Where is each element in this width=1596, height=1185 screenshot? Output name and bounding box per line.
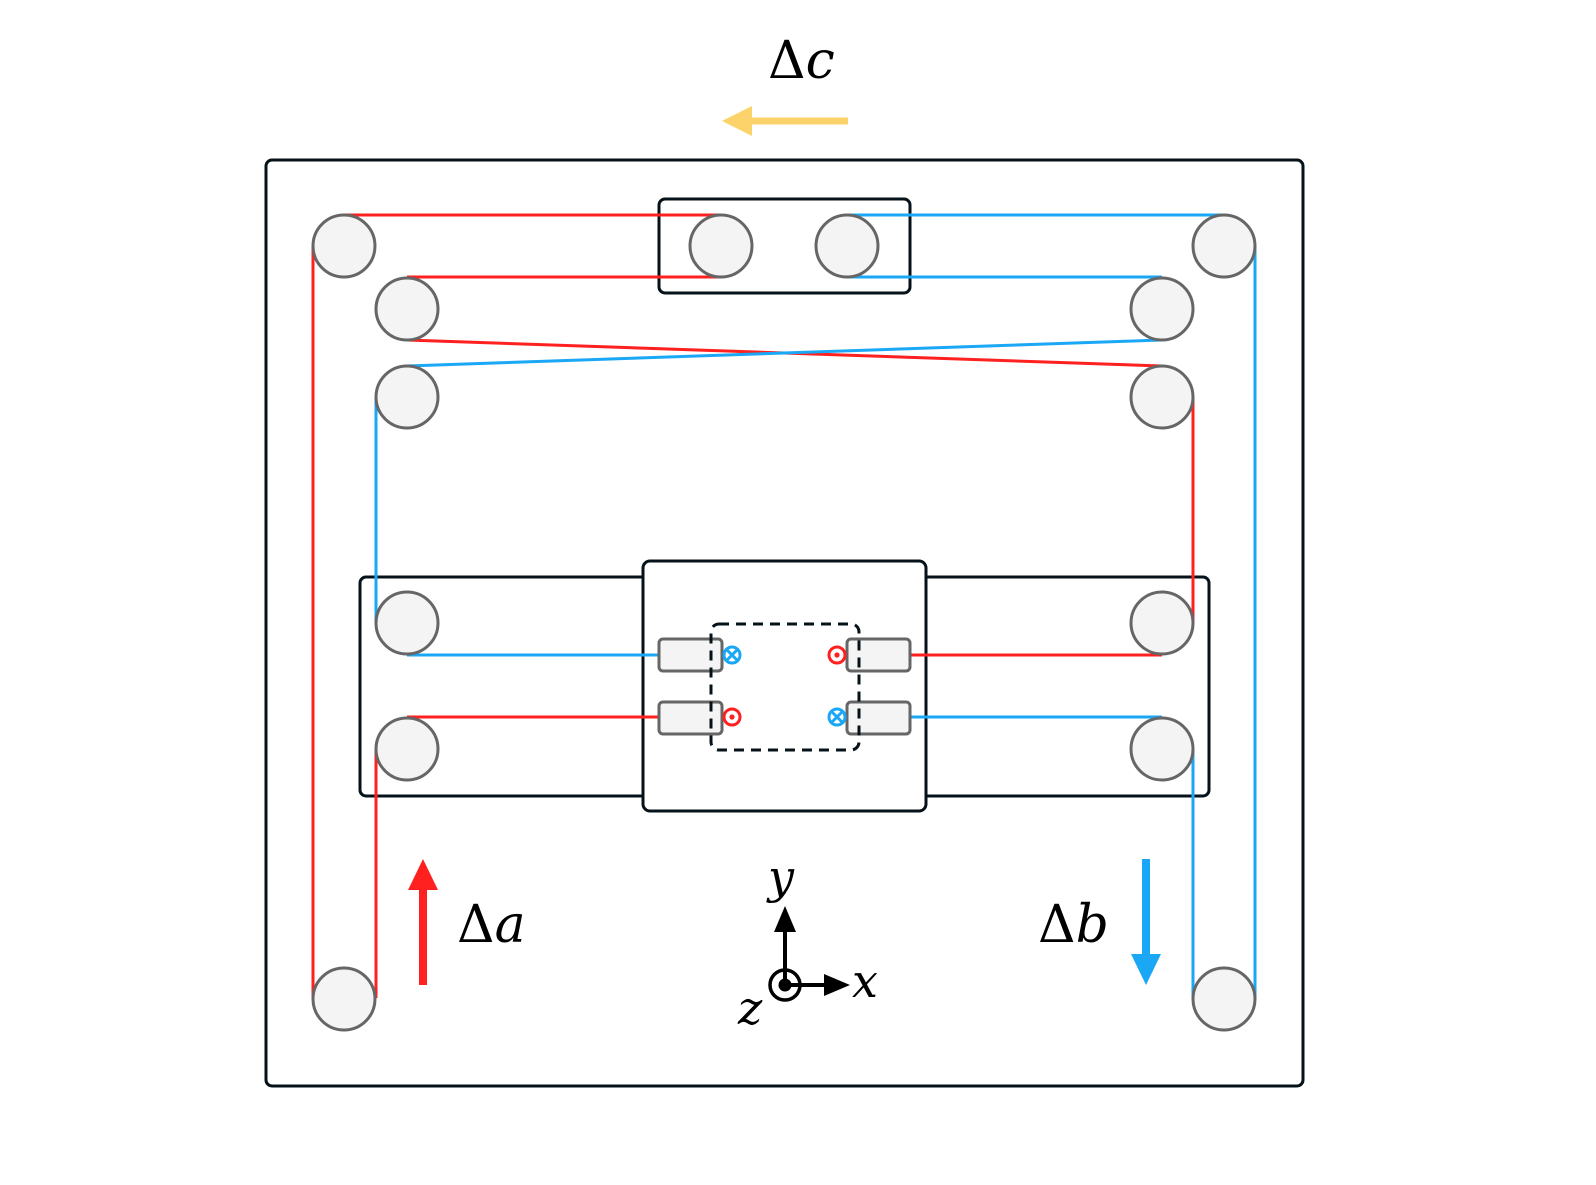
- delta-c-label: Δc: [768, 31, 835, 91]
- pulley-mid-right: [1129, 364, 1195, 430]
- z-axis-out-of-page-dot: [778, 978, 792, 992]
- into-page-marker-bottom-right: [827, 707, 847, 727]
- pulley-top-right-outer: [1191, 213, 1257, 279]
- pulley-top-left-inner: [374, 276, 440, 342]
- out-of-page-marker-top-right: [827, 645, 847, 665]
- slider-block: [641, 559, 928, 813]
- pulley-carriage-left: [688, 213, 754, 279]
- axis-z-label: z: [737, 981, 763, 1035]
- clamp-left-upper: [657, 637, 724, 673]
- axis-y-label: y: [766, 850, 795, 904]
- delta-symbol: Δ: [1038, 895, 1076, 955]
- pulley-rail-right-lower: [1129, 716, 1195, 782]
- y-axis-arrowhead: [774, 906, 796, 932]
- pulley-top-right-inner: [1129, 276, 1195, 342]
- axis-x-label: x: [852, 954, 878, 1008]
- into-page-marker-top-left: [722, 645, 742, 665]
- z-axis-out-of-page-ring: [768, 968, 802, 1002]
- cable-b: [374, 213, 1257, 998]
- pulley-bottom-right: [1191, 966, 1257, 1032]
- delta-b-label: Δb: [1038, 895, 1109, 955]
- x-axis-arrowhead: [824, 974, 850, 996]
- delta-b-arrow: [1131, 859, 1161, 985]
- outer-frame: [264, 158, 1305, 1088]
- clamp-right-lower: [845, 700, 912, 736]
- clamp-left-lower: [657, 700, 724, 736]
- clamps: [657, 637, 912, 736]
- delta-symbol: Δ: [768, 31, 806, 91]
- pulley-rail-left-upper: [374, 590, 440, 656]
- dashed-region: [709, 622, 861, 752]
- variable-b: b: [1076, 895, 1109, 955]
- pulleys: [311, 213, 1257, 1032]
- delta-a-arrow: [408, 859, 438, 985]
- out-of-page-marker-bottom-left: [722, 707, 742, 727]
- clamp-right-upper: [845, 637, 912, 673]
- delta-c-arrow: [722, 106, 848, 136]
- pulley-top-left-outer: [311, 213, 377, 279]
- variable-c: c: [806, 31, 835, 91]
- coordinate-axes: [768, 906, 850, 1002]
- cable-b-segment: [406, 338, 1163, 368]
- delta-a-label: Δa: [457, 895, 526, 955]
- pulley-rail-left-lower: [374, 716, 440, 782]
- delta-symbol: Δ: [457, 895, 495, 955]
- cable-a: [311, 213, 1195, 998]
- pulley-rail-right-upper: [1129, 590, 1195, 656]
- top-carriage: [657, 197, 912, 295]
- pulley-mid-left: [374, 364, 440, 430]
- variable-a: a: [495, 895, 526, 955]
- pulley-carriage-right: [814, 213, 880, 279]
- pulley-bottom-left: [311, 966, 377, 1032]
